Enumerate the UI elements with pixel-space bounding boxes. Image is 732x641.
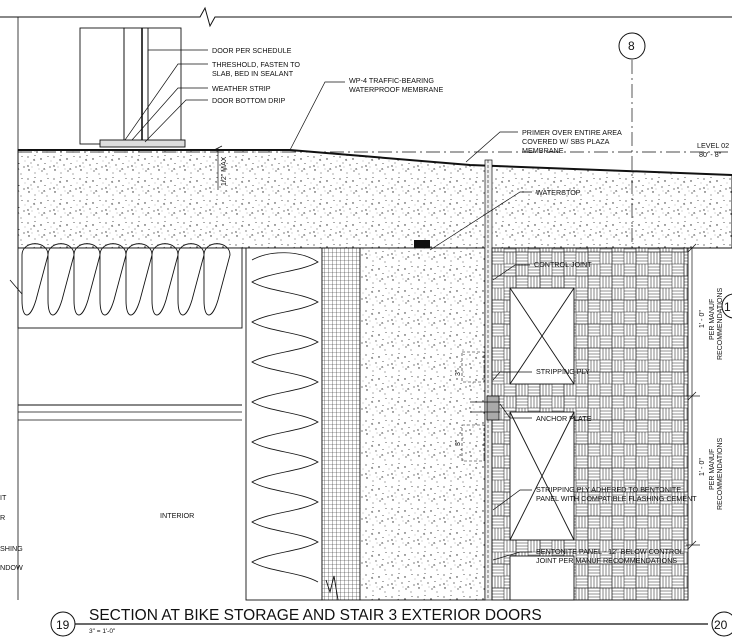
- plaza-membrane: [18, 149, 732, 176]
- rigid-insulation: [245, 247, 323, 601]
- label-wp4-2: WATERPROOF MEMBRANE: [349, 85, 443, 94]
- dimension-lines: [213, 145, 700, 550]
- dim-one-foot-a: 1' - 0": [699, 310, 706, 328]
- anchor-bolts: [470, 401, 500, 413]
- side-ref-label: 1: [724, 300, 731, 314]
- label-interior: INTERIOR: [160, 511, 194, 520]
- label-stripping-ply: STRIPPING PLY: [536, 367, 590, 376]
- label-wp4-1: WP-4 TRAFFIC-BEARING: [349, 76, 434, 85]
- leader-lines: [124, 49, 532, 561]
- concrete-slab: [17, 149, 732, 249]
- side-ref-bubble: [721, 293, 732, 319]
- grid-bubble-label: 8: [628, 39, 635, 53]
- dim-per-manuf-b-1: PER MANUF: [709, 449, 716, 490]
- label-bentonite-1: BENTONITE PANEL - 12" BELOW CONTROL: [536, 547, 684, 556]
- label-stripping-bent-1: STRIPPING PLY ADHERED TO BENTONITE: [536, 485, 681, 494]
- stripping-ply-dim-box-1: [461, 351, 485, 383]
- detail-title: SECTION AT BIKE STORAGE AND STAIR 3 EXTE…: [89, 607, 542, 624]
- label-cut-4: NDOW: [0, 563, 23, 572]
- batt-insulation: [21, 243, 231, 316]
- adjacent-ref-number: 20: [714, 618, 728, 632]
- label-control-joint: CONTROL JOINT: [534, 260, 592, 269]
- grid-bubble: [618, 32, 646, 60]
- stripping-ply-dim-box-2: [461, 424, 485, 462]
- label-door: DOOR PER SCHEDULE: [212, 46, 292, 55]
- void-boxes: [509, 287, 575, 601]
- adjacent-ref-bubble: [711, 611, 732, 637]
- detail-number: 19: [56, 618, 70, 632]
- label-cut-3: SHING: [0, 544, 23, 553]
- label-cut-2: R: [0, 513, 5, 522]
- break-line-left: [9, 279, 23, 295]
- dim-max: 1/2" MAX: [221, 156, 228, 186]
- dim-per-manuf-b-2: RECOMMENDATIONS: [717, 437, 724, 510]
- level-name: LEVEL 02: [697, 141, 729, 150]
- label-anchor-plate: ANCHOR PLATE: [536, 414, 592, 423]
- label-weather-strip: WEATHER STRIP: [212, 84, 271, 93]
- label-primer-3: MEMBRANE: [522, 146, 564, 155]
- label-primer-2: COVERED W/ SBS PLAZA: [522, 137, 610, 146]
- label-primer-1: PRIMER OVER ENTIRE AREA: [522, 128, 622, 137]
- concrete-wall: [359, 247, 486, 601]
- label-threshold-1: THRESHOLD, FASTEN TO: [212, 60, 300, 69]
- break-line-top: [0, 6, 732, 28]
- rigid-insulation-curves: [251, 252, 319, 583]
- break-line-bottom: [325, 575, 339, 601]
- batt-insulation-zone: [17, 247, 243, 329]
- label-door-drip: DOOR BOTTOM DRIP: [212, 96, 286, 105]
- label-cut-1: IT: [0, 493, 7, 502]
- level-elevation: 80' - 8": [699, 150, 722, 159]
- anchor-plate: [486, 395, 500, 421]
- dim-per-manuf-a-1: PER MANUF: [709, 299, 716, 340]
- dim-one-foot-b: 1' - 0": [699, 458, 706, 476]
- label-bentonite-2: JOINT PER MANUF RECOMMENDATIONS: [536, 556, 677, 565]
- cmu-wall: [321, 247, 361, 601]
- dim-three-b: 3": [455, 439, 462, 446]
- label-waterstop: WATERSTOP: [536, 188, 581, 197]
- label-stripping-bent-2: PANEL WITH COMPATIBLE FLASHING CEMENT: [536, 494, 697, 503]
- bentonite-panel: [484, 159, 493, 601]
- dim-three-a: 3": [455, 369, 462, 376]
- label-threshold-2: SLAB, BED IN SEALANT: [212, 69, 294, 78]
- detail-scale: 3" = 1'-0": [89, 628, 116, 635]
- dim-per-manuf-a-2: RECOMMENDATIONS: [717, 287, 724, 360]
